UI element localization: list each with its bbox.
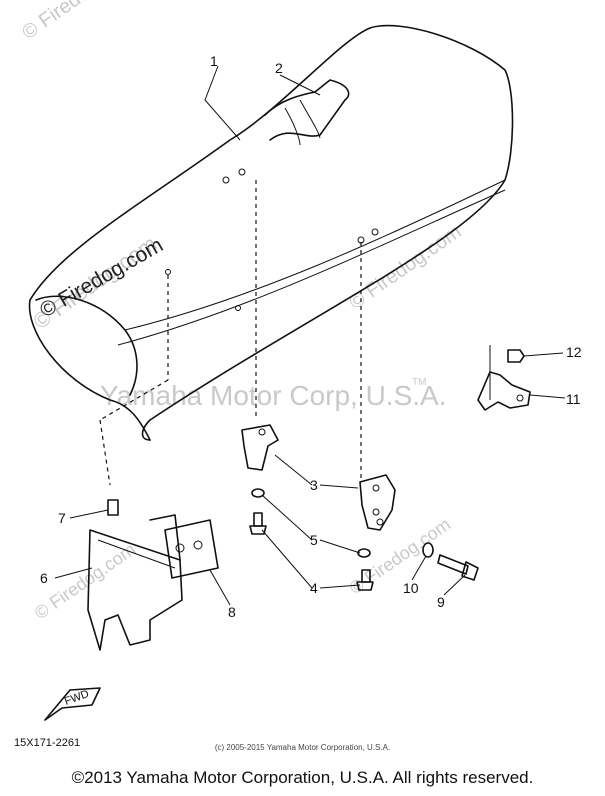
- leader-lines: [54, 65, 566, 606]
- callout-8: 8: [228, 604, 236, 620]
- watermark-tm: TM: [412, 377, 426, 388]
- diagram-code: 15X171-2261: [14, 737, 80, 749]
- watermark-layer: © Firedog.com © Firedog.com © Firedog.co…: [18, 0, 465, 623]
- bracket-part-3: [241, 424, 396, 531]
- callout-4: 4: [310, 580, 318, 596]
- seat-outline: [28, 24, 514, 441]
- watermark-top: © Firedog.com: [18, 0, 138, 44]
- pad-part-8: [164, 519, 219, 579]
- callout-3: 3: [310, 477, 318, 493]
- callout-12: 12: [566, 344, 582, 360]
- callout-5: 5: [310, 532, 318, 548]
- bolt-part-9: [422, 542, 479, 581]
- assembly-lines: [99, 180, 362, 486]
- callout-1: 1: [210, 53, 218, 69]
- callout-10: 10: [403, 580, 419, 596]
- copyright-small: (c) 2005-2015 Yamaha Motor Corporation, …: [214, 743, 391, 752]
- callout-11: 11: [566, 391, 581, 407]
- copyright-main: ©2013 Yamaha Motor Corporation, U.S.A. A…: [71, 768, 534, 787]
- seat-lock-part-11: [477, 345, 531, 411]
- screw-part-7: [107, 499, 119, 516]
- callout-2: 2: [275, 60, 283, 76]
- callout-6: 6: [40, 570, 48, 586]
- callout-labels: 1 2 3 4 5 6 7 8 9 10 11 12: [40, 53, 582, 620]
- callout-9: 9: [437, 594, 445, 610]
- watermark-center: Yamaha Motor Corp, U.S.A.: [100, 380, 447, 411]
- fwd-arrow-icon: FWD: [44, 687, 101, 721]
- plate-part-6: [87, 514, 183, 651]
- callout-7: 7: [58, 510, 66, 526]
- fasteners: [249, 488, 374, 591]
